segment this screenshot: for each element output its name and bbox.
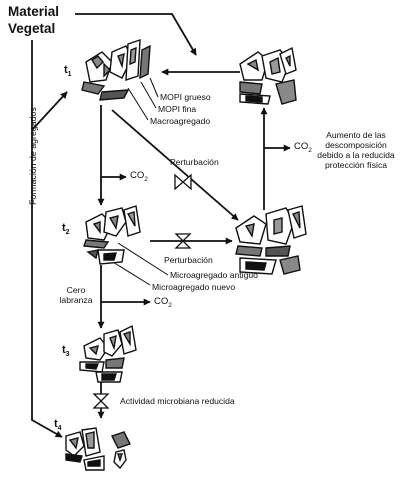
label-perturbacion-1: Perturbación (170, 157, 219, 167)
label-aumento-block: Aumento de las descomposición debido a l… (306, 130, 406, 170)
title-line-2: Vegetal (8, 21, 56, 36)
co2-label-2: CO2 (154, 296, 172, 309)
co2-label-1: CO2 (130, 170, 148, 183)
label-aumento-line-4: protección física (324, 160, 388, 170)
label-aumento-line-2: descomposición (325, 140, 387, 150)
co2-label-right: CO2 (294, 141, 312, 154)
aggregate-t2 (83, 205, 141, 265)
aggregate-t4 (65, 427, 131, 471)
title-line-1: Material (8, 4, 60, 19)
side-label-formacion: Formación de agregados (28, 107, 38, 205)
valve-1 (174, 173, 192, 191)
label-cero-line-2: labranza (59, 295, 93, 305)
label-mopi-fina: MOPI fina (158, 104, 197, 114)
time-label-t2: t2 (62, 222, 70, 237)
pointer-lines-t1 (127, 77, 159, 121)
label-cero-line-1: Cero (66, 285, 86, 295)
label-perturbacion-2: Perturbación (164, 255, 213, 265)
arrow-to-t1 (31, 91, 68, 131)
label-micro-antiguo: Microagregado antiguo (170, 270, 258, 280)
time-label-t4: t4 (54, 418, 62, 433)
arrow-diagonal (111, 109, 239, 221)
aggregate-top-right (239, 46, 297, 105)
label-mopi-grueso: MOPI grueso (160, 92, 211, 102)
label-cero-labranza: Cero labranza (56, 285, 96, 305)
arrow-vegetal-to-t4 (31, 40, 63, 438)
time-label-t1: t1 (64, 64, 72, 79)
valve-2 (174, 233, 192, 249)
arrow-top (75, 13, 197, 56)
valve-3 (92, 393, 110, 409)
aggregate-t3 (79, 324, 137, 383)
label-actividad: Actividad microbiana reducida (120, 396, 235, 406)
aggregate-t1 (81, 39, 151, 101)
valve-symbols (92, 173, 192, 409)
aggregate-lower-right (235, 205, 307, 275)
label-micro-nuevo: Microagregado nuevo (152, 282, 236, 292)
label-aumento-line-3: debido a la reducida (317, 150, 395, 160)
label-aumento-line-1: Aumento de las (326, 130, 386, 140)
label-macroagregado: Macroagregado (150, 116, 211, 126)
time-label-t3: t3 (62, 344, 70, 359)
